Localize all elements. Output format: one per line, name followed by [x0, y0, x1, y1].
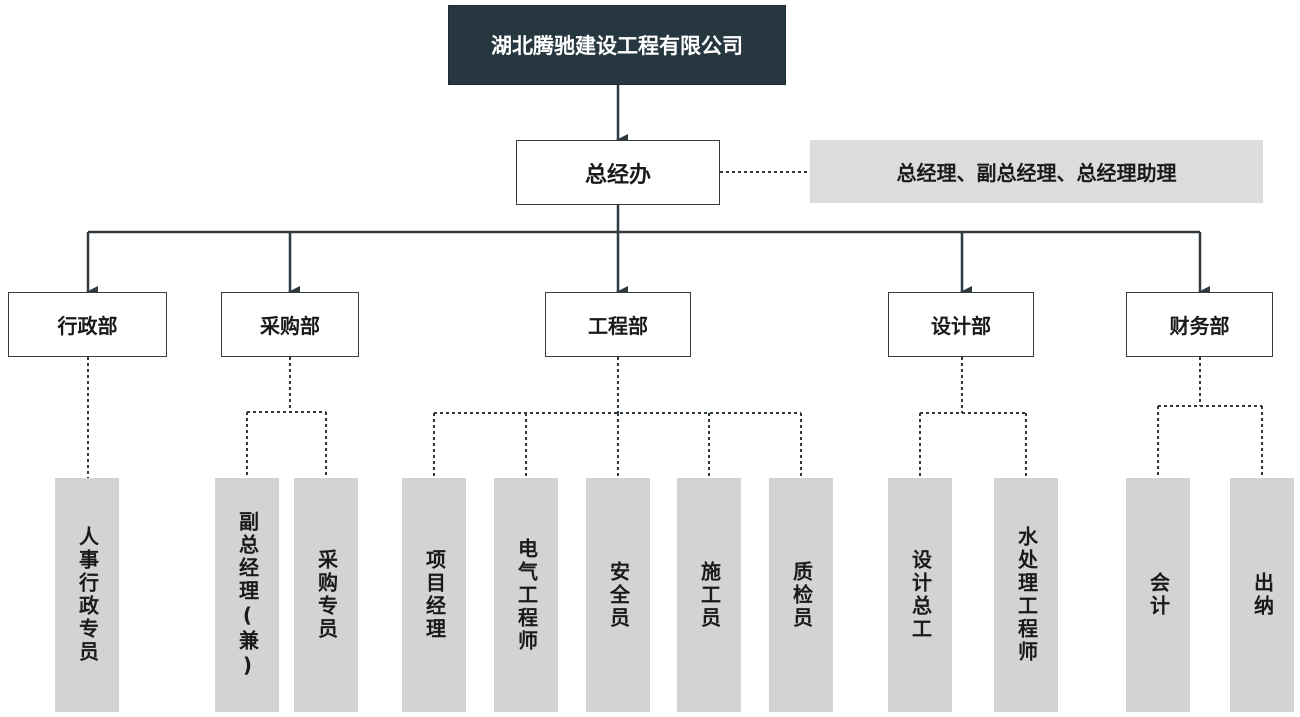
- dept-purchasing: 采购部: [221, 292, 359, 357]
- role-purchasing-specialist: 采购专员: [294, 478, 358, 712]
- role-cashier: 出纳: [1230, 478, 1294, 712]
- role-hr-admin: 人事行政专员: [55, 478, 119, 712]
- executives-box: 总经理、副总经理、总经理助理: [810, 140, 1263, 203]
- role-safety-officer: 安全员: [586, 478, 650, 712]
- general-office-box: 总经办: [516, 140, 720, 205]
- dept-finance: 财务部: [1126, 292, 1273, 357]
- role-deputy-gm: 副总经理(兼): [215, 478, 279, 712]
- dept-admin: 行政部: [8, 292, 167, 357]
- role-accountant: 会计: [1126, 478, 1190, 712]
- role-electrical-engineer: 电气工程师: [494, 478, 558, 712]
- role-quality-inspector: 质检员: [769, 478, 833, 712]
- role-chief-designer: 设计总工: [888, 478, 952, 712]
- dept-design: 设计部: [888, 292, 1034, 357]
- company-box: 湖北腾驰建设工程有限公司: [448, 5, 786, 85]
- role-water-engineer: 水处理工程师: [994, 478, 1058, 712]
- role-construction-worker: 施工员: [677, 478, 741, 712]
- role-project-manager: 项目经理: [402, 478, 466, 712]
- dept-engineering: 工程部: [545, 292, 691, 357]
